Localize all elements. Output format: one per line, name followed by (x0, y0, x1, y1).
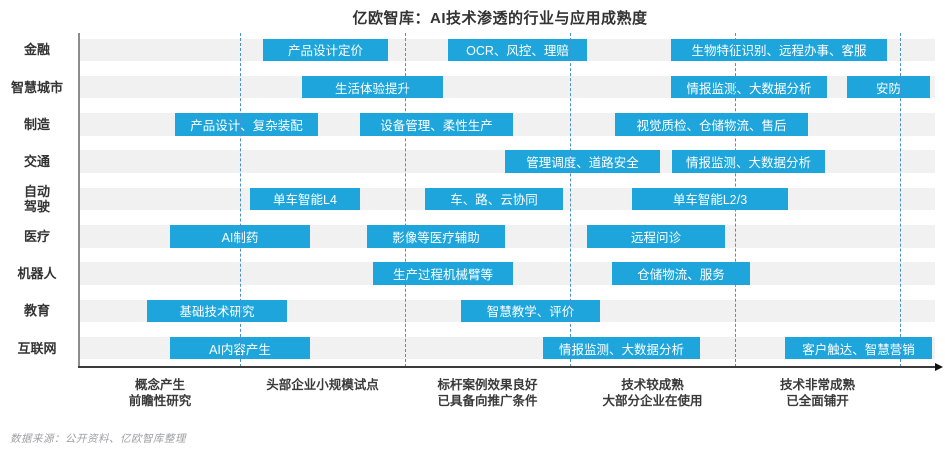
task-bar: 智慧教学、评价 (461, 299, 600, 323)
row-label: 教育 (23, 303, 50, 319)
stage-label: 标杆案例效果良好已具备向推广条件 (437, 378, 538, 408)
task-bar: 客户触达、智慧营销 (785, 336, 932, 360)
task-bar: 产品设计定价 (263, 38, 388, 61)
stage-label: 概念产生前瞻性研究 (128, 378, 192, 408)
task-bar: 情报监测、大数据分析 (672, 150, 825, 173)
task-bar: 生活体验提升 (302, 75, 443, 99)
row-label: 机器人 (17, 266, 57, 282)
stage-divider-dashed-line (240, 33, 241, 367)
task-bar: 生产过程机械臂等 (373, 262, 513, 285)
row-label: 自动驾驶 (23, 183, 50, 214)
row-label: 医疗 (23, 228, 50, 244)
stage-label: 头部企业小规模试点 (266, 378, 379, 392)
task-bar: 视觉质检、仓储物流、售后 (615, 113, 808, 136)
row-label: 制造 (23, 116, 50, 132)
row-label: 智慧城市 (10, 79, 63, 95)
y-axis-line (78, 33, 80, 368)
page-title: 亿欧智库：AI技术渗透的行业与应用成熟度 (352, 10, 648, 27)
task-bar: 仓储物流、服务 (612, 262, 750, 285)
task-bar: 安防 (847, 75, 930, 99)
stage-divider-dashed-line (735, 33, 736, 367)
task-bar: 产品设计、复杂装配 (175, 113, 318, 136)
data-source-note: 数据来源：公开资料、亿欧智库整理 (10, 433, 186, 445)
task-bar: 设备管理、柔性生产 (360, 113, 513, 136)
task-bar: 情报监测、大数据分析 (543, 336, 700, 360)
stage-divider-dashed-line (570, 33, 571, 367)
task-bar: 生物特征识别、远程办事、客服 (671, 38, 887, 61)
task-bar: 单车智能L2/3 (632, 187, 788, 211)
stage-label: 技术非常成熟已全面铺开 (779, 378, 856, 408)
stage-label: 技术较成熟大部分企业在使用 (602, 378, 703, 408)
x-axis-line (78, 366, 935, 368)
task-bar: 基础技术研究 (147, 299, 287, 323)
task-bar: 管理调度、道路安全 (505, 150, 660, 173)
x-axis-arrow-icon (935, 362, 943, 371)
task-bar: OCR、风控、理赔 (448, 38, 587, 61)
row-label: 交通 (23, 154, 50, 170)
stage-divider-dashed-line (405, 33, 406, 367)
task-bar: 情报监测、大数据分析 (671, 75, 827, 99)
task-bar: 车、路、云协同 (425, 187, 563, 211)
task-bar: 影像等医疗辅助 (367, 225, 505, 248)
stage-divider-dashed-line (900, 33, 901, 367)
task-bar: 远程问诊 (587, 225, 725, 248)
row-label: 金融 (23, 42, 50, 58)
task-bar: 单车智能L4 (250, 187, 360, 211)
row-label: 互联网 (17, 340, 57, 356)
